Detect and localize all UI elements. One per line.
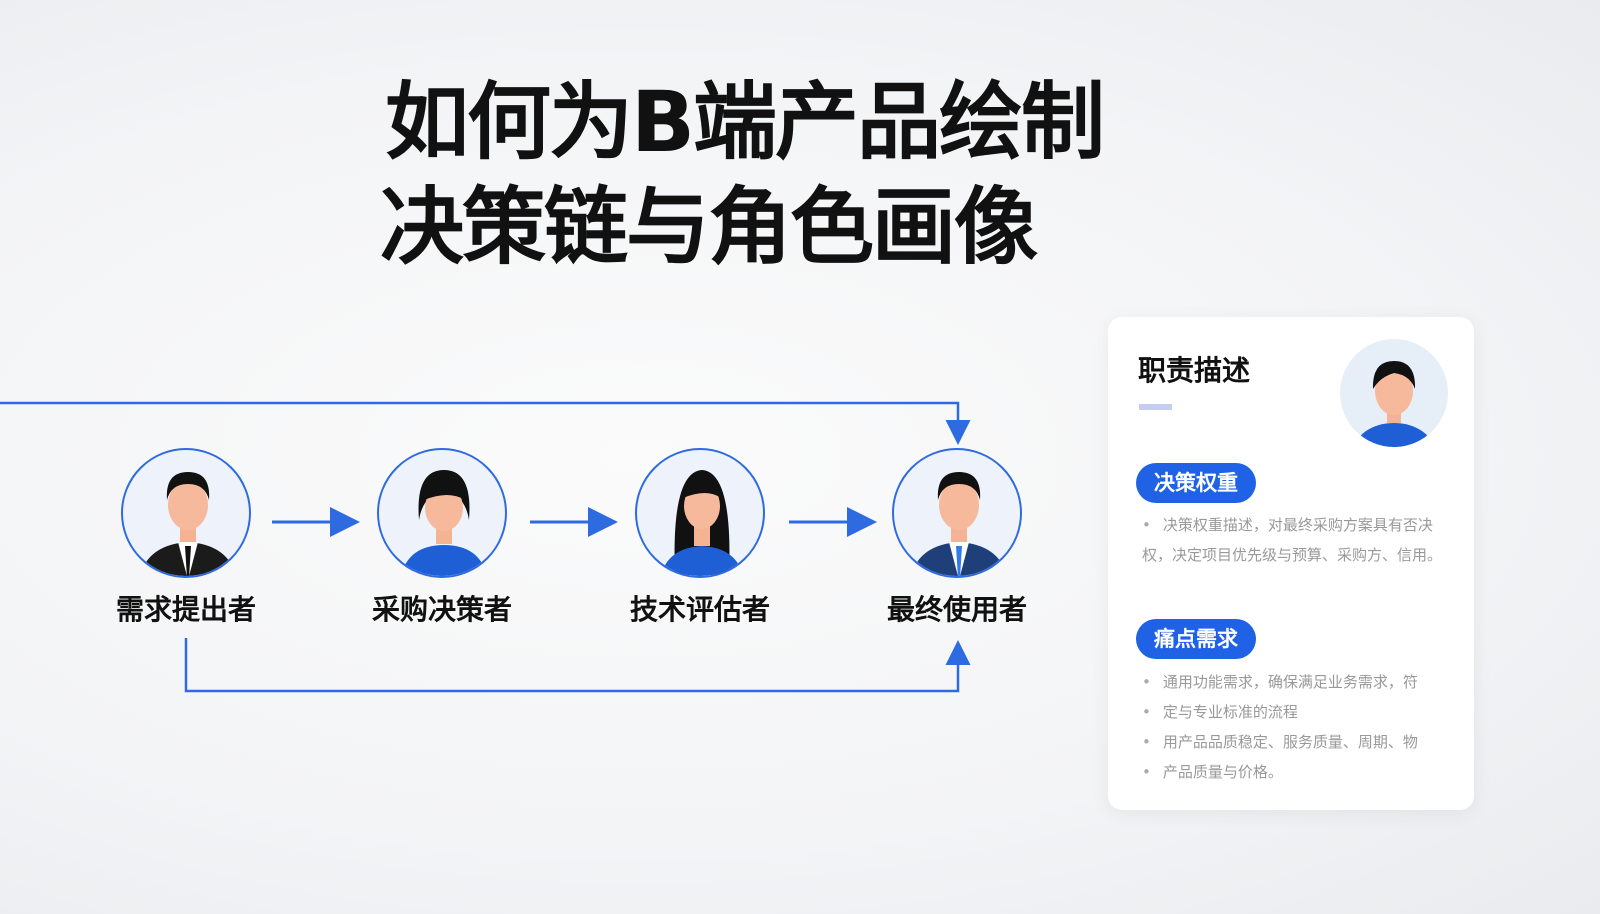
card-title: 职责描述 bbox=[1138, 354, 1251, 387]
pain-points-badge: 痛点需求 bbox=[1136, 619, 1256, 659]
list-item: 决策权重描述，对最终采购方案具有否决权，决定项目优先级与预算、采购方、信用。 bbox=[1142, 510, 1452, 570]
pain-points-list: 通用功能需求，确保满足业务需求，符 定与专业标准的流程 用产品品质稳定、服务质量… bbox=[1142, 667, 1452, 787]
list-item: 用产品品质稳定、服务质量、周期、物 bbox=[1142, 727, 1452, 757]
list-item: 产品质量与价格。 bbox=[1142, 757, 1452, 787]
decision-weight-badge: 决策权重 bbox=[1136, 463, 1256, 503]
list-item: 通用功能需求，确保满足业务需求，符 bbox=[1142, 667, 1452, 697]
role-label: 需求提出者 bbox=[115, 593, 256, 626]
role-label: 技术评估者 bbox=[629, 593, 770, 626]
list-item: 定与专业标准的流程 bbox=[1142, 697, 1452, 727]
decision-weight-list: 决策权重描述，对最终采购方案具有否决权，决定项目优先级与预算、采购方、信用。 bbox=[1142, 510, 1452, 570]
man-suit-icon bbox=[121, 448, 251, 578]
role-label: 最终使用者 bbox=[886, 593, 1027, 626]
role-label: 采购决策者 bbox=[371, 593, 512, 626]
flow-connectors bbox=[0, 401, 971, 693]
woman-icon bbox=[377, 448, 507, 578]
title-line-2: 决策链与角色画像 bbox=[380, 178, 1038, 276]
title-underline bbox=[1139, 404, 1172, 410]
role-profile-card: 职责描述 决策权重 决策权重描述，对最终采购方案具有否决权，决定项目优先级与预算… bbox=[1108, 317, 1474, 810]
man-blue-suit-icon bbox=[892, 448, 1022, 578]
title-line-1: 如何为B端产品绘制 bbox=[385, 73, 1105, 171]
top-connector bbox=[0, 401, 971, 445]
avatar-icon bbox=[1340, 339, 1448, 447]
bottom-connector bbox=[184, 638, 971, 693]
woman-long-hair-icon bbox=[635, 448, 765, 578]
